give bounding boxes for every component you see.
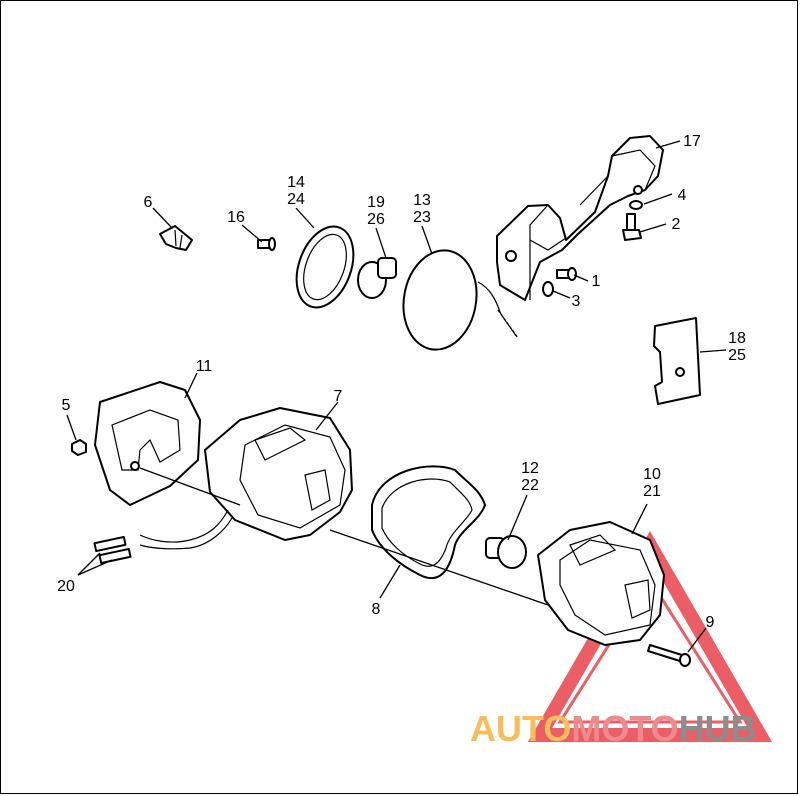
callout-10: 10 (643, 466, 661, 483)
callout-17: 17 (683, 133, 701, 150)
taillamp-housing (204, 407, 353, 541)
callout-13: 13 (413, 192, 431, 209)
screw-1 (556, 267, 577, 281)
callout-4: 4 (678, 187, 687, 204)
screw-9 (647, 644, 691, 667)
screw-16 (257, 237, 276, 251)
callout-18: 18 (728, 330, 746, 347)
axis-line-a (139, 467, 241, 506)
callout-24: 24 (287, 191, 305, 208)
mounting-plate (94, 381, 201, 506)
callout-12: 12 (521, 460, 539, 477)
bulb-lower (485, 535, 527, 569)
washer-4 (629, 200, 643, 210)
callout-20: 20 (57, 578, 75, 595)
callout-7: 7 (334, 388, 343, 405)
callout-22: 22 (521, 477, 539, 494)
taillamp-lens (537, 521, 665, 646)
watermark-auto: AUTO (470, 708, 572, 749)
callout-3: 3 (572, 293, 581, 310)
callout-5: 5 (62, 397, 71, 414)
wire-harness (93, 509, 233, 565)
callout-2: 2 (672, 216, 681, 233)
watermark-hub: HUB (678, 708, 757, 749)
callout-9: 9 (706, 614, 715, 631)
leader-lines (66, 140, 727, 653)
turn-signal-lamp (402, 249, 519, 351)
automotohub-watermark: AUTOMOTOHUB (470, 708, 800, 758)
nut-5 (71, 439, 87, 456)
callout-23: 23 (413, 209, 431, 226)
callout-6: 6 (144, 194, 153, 211)
callout-14: 14 (287, 174, 305, 191)
washer-3 (542, 281, 554, 297)
mounting-bracket (496, 135, 664, 301)
callout-8: 8 (372, 601, 381, 618)
callout-1: 1 (592, 273, 601, 290)
mounting-pad (653, 317, 701, 405)
bolt-2 (622, 213, 642, 241)
callout-16: 16 (227, 209, 245, 226)
watermark-moto: MOTO (571, 708, 679, 749)
callout-26: 26 (367, 211, 385, 228)
gasket (371, 465, 486, 580)
callout-19: 19 (367, 194, 385, 211)
callout-11: 11 (196, 358, 213, 375)
callout-21: 21 (643, 483, 661, 500)
lens-ring (295, 225, 355, 309)
callout-25: 25 (728, 347, 746, 364)
axis-line-b (329, 529, 549, 606)
bulb-upper (357, 257, 397, 299)
wire-clip (159, 225, 193, 251)
